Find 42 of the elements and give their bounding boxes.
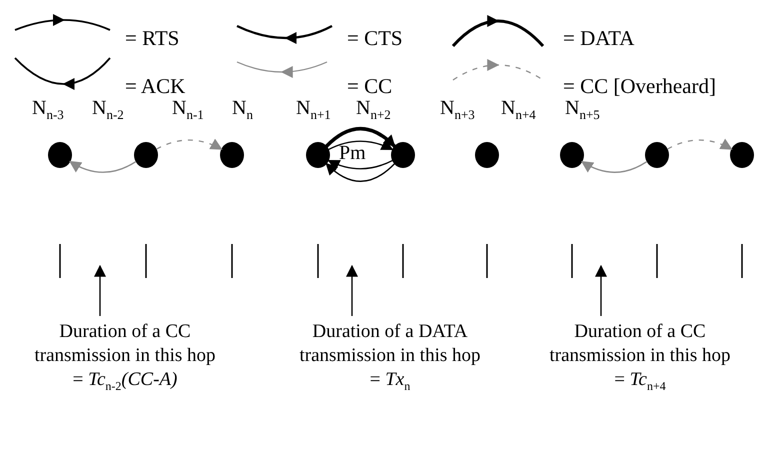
network-node: [134, 142, 158, 168]
legend-text: = CC [Overheard]: [563, 76, 716, 97]
network-node: [730, 142, 754, 168]
node-name-label: N$_{n+5}$: [565, 98, 600, 121]
legend-text: = DATA: [563, 28, 634, 49]
formula-text: = Tc$_{n+4}$: [613, 368, 667, 395]
arrow: [328, 160, 393, 171]
annotation-text: Duration of a DATA transmission in this hop: [298, 320, 482, 368]
network-node: [48, 142, 72, 168]
formula-text: = Tc$_{n-2}$(CC-A): [72, 368, 178, 395]
node-name-label: N$_{n+1}$: [296, 98, 331, 121]
arrow: [325, 126, 396, 148]
packet-label: Pm: [339, 143, 366, 163]
network-node: [391, 142, 415, 168]
arrow: [156, 138, 223, 150]
annotation-text: Duration of a CC transmission in this hop: [548, 320, 732, 368]
legend-text: = CTS: [347, 28, 403, 49]
node-name-label: N$_{n+3}$: [440, 98, 475, 121]
arrow: [328, 139, 394, 150]
arrow: [325, 162, 396, 182]
node-name-label: N$_{n}$: [232, 98, 253, 121]
legend-text: = CC: [347, 76, 392, 97]
arrow: [667, 138, 733, 150]
network-node: [560, 142, 584, 168]
network-node: [475, 142, 499, 168]
node-name-label: N$_{n+2}$: [356, 98, 391, 121]
arrow: [346, 264, 358, 316]
arrow: [94, 264, 106, 316]
node-name-label: N$_{n-2}$: [92, 98, 124, 121]
formula-text: = Tx$_{n}$: [368, 368, 412, 395]
arrow: [595, 264, 607, 316]
node-name-label: N$_{n+4}$: [501, 98, 536, 121]
network-node: [645, 142, 669, 168]
network-node: [306, 142, 330, 168]
legend-text: = RTS: [125, 28, 180, 49]
arrow: [69, 160, 136, 173]
node-name-label: N$_{n-1}$: [172, 98, 204, 121]
node-name-label: N$_{n-3}$: [32, 98, 64, 121]
network-node: [220, 142, 244, 168]
legend-text: = ACK: [125, 76, 186, 97]
arrow: [581, 160, 648, 173]
annotation-text: Duration of a CC transmission in this hop: [33, 320, 217, 368]
